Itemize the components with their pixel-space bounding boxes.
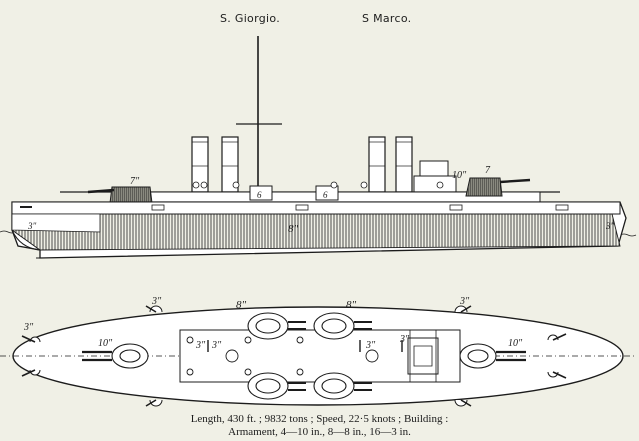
label-aft-10in: 10" (508, 338, 523, 349)
label-fore-10in: 10" (98, 338, 113, 349)
label-armour-belt: 8" (288, 223, 299, 235)
label-midship-turret-1: 6 (257, 190, 262, 200)
label-3in-fore-a: 3" (151, 296, 162, 307)
aft-bridge (419, 160, 449, 178)
label-3in-fore-d: 3" (211, 340, 222, 351)
eight-inch-turrets (247, 312, 355, 400)
funnel-bands (192, 141, 412, 167)
side-elevation: 7" 7 10" 6 6 8" 3" 3" (0, 36, 637, 259)
label-aft-turret: 7 (485, 165, 491, 176)
label-3in-fore-b: 3" (23, 322, 34, 333)
hull-upper-strake (11, 201, 621, 215)
label-stern-belt: 3" (605, 221, 615, 231)
label-3in-aft-c: 3" (459, 296, 470, 307)
funnel-3 (368, 136, 386, 193)
three-inch-guns (21, 305, 567, 407)
ventilators (192, 181, 444, 189)
midship-turret-side-2 (315, 185, 339, 201)
caption-line-2: Armament, 4—10 in., 8—8 in., 16—3 in. (228, 426, 411, 438)
ram-bow (11, 229, 41, 259)
aft-bridge-plan (407, 337, 439, 375)
aft-turret-gun (499, 178, 531, 184)
armour-belt (11, 213, 621, 251)
label-bow-belt: 3" (27, 221, 37, 231)
funnel-4 (395, 136, 413, 193)
midship-turret-side-1 (249, 185, 273, 201)
label-3in-fore-c: 3" (195, 340, 206, 351)
ten-inch-turrets (111, 343, 497, 369)
ten-inch-guns (82, 350, 526, 362)
aft-deckhouse (413, 175, 457, 193)
aft-turret-side (465, 177, 503, 197)
eight-inch-guns (288, 321, 372, 391)
label-fore-8in-turret: 8" (236, 299, 247, 311)
bow-armour-break (11, 213, 101, 233)
funnel-bases-plan (186, 336, 379, 376)
ship-name-san-giorgio: S. Giorgio. (220, 12, 280, 25)
label-aft-turret-10in: 10" (452, 170, 467, 181)
fore-turret-gun (87, 188, 115, 194)
caption-line-1: Length, 430 ft. ; 9832 tons ; Speed, 22·… (190, 413, 449, 425)
waterline-stern (619, 233, 637, 237)
fore-turret-side (109, 186, 153, 204)
deck-plan: 8" 8" 3" 3" 3" 3" 3" 3" 3" 10" 10" (0, 296, 636, 407)
scuttles (151, 204, 569, 211)
label-3in-aft-b: 3" (399, 334, 410, 345)
label-fore-turret: 7" (130, 176, 140, 187)
ship-name-san-marco: S Marco. (362, 12, 412, 25)
label-3in-aft-a: 3" (365, 340, 376, 351)
label-midship-turret-2: 6 (323, 190, 328, 200)
label-aft-8in-turret: 8" (346, 299, 357, 311)
